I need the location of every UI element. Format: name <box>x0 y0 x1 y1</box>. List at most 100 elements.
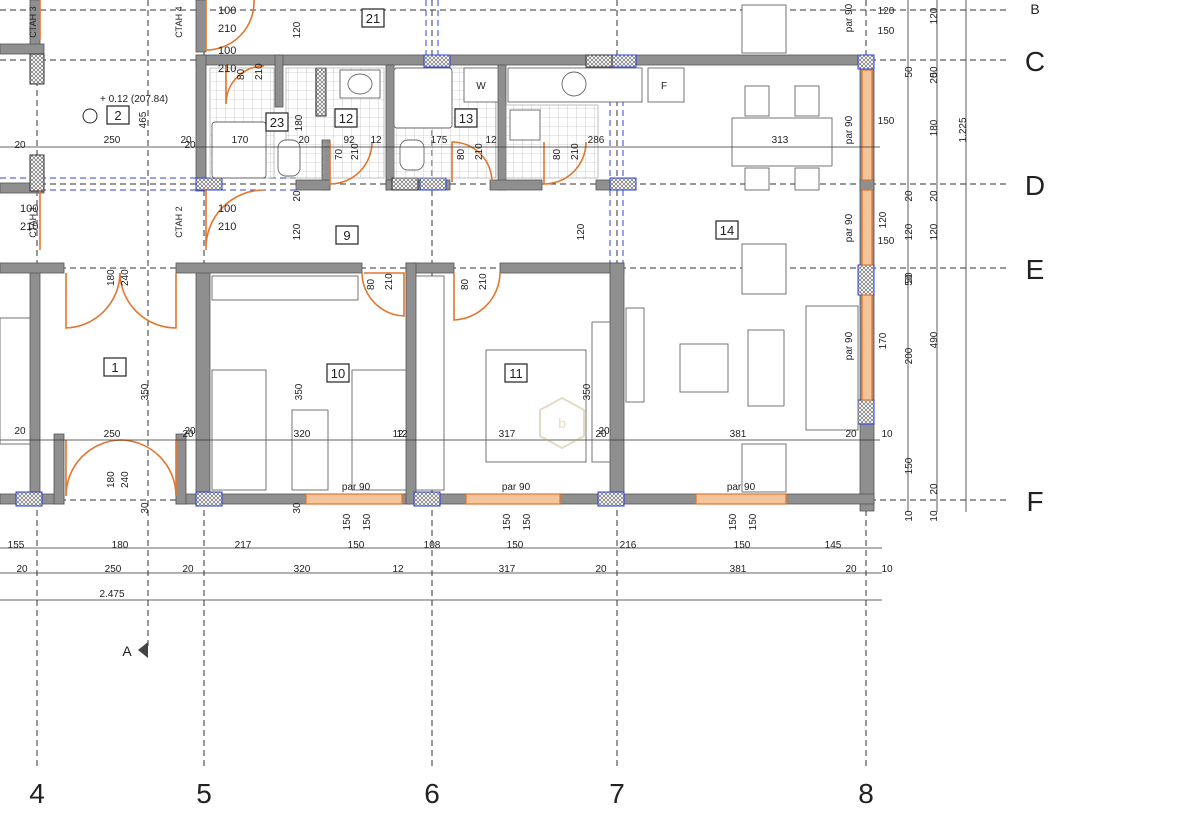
room-number-12: 12 <box>339 111 353 126</box>
axis-label-5: 5 <box>196 778 212 809</box>
door-size: 80 <box>456 148 467 160</box>
door-size: 210 <box>570 143 581 160</box>
bottom-dim-1: 150 <box>734 540 751 551</box>
room-number-9: 9 <box>343 228 350 243</box>
bottom-dim-1: 145 <box>825 540 842 551</box>
right-dim: 200 <box>904 347 915 364</box>
dim-row-f: 20 <box>182 429 194 440</box>
misc-dim: 150 <box>522 513 533 530</box>
right-dim: 120 <box>878 6 895 17</box>
axis-label-7: 7 <box>609 778 625 809</box>
room-number-9-frame <box>335 225 359 245</box>
door-size: 100 <box>218 203 236 215</box>
bottom-dim-2: 250 <box>105 564 122 575</box>
dim-row-d: 12 <box>485 135 497 146</box>
right-dim: 120 <box>878 211 889 228</box>
door-size: 70 <box>334 148 345 160</box>
room-number-1: 1 <box>111 360 118 375</box>
window-label: par 90 <box>844 3 855 32</box>
door-size: 210 <box>384 273 395 290</box>
right-dim: 150 <box>878 26 895 37</box>
door-size: 240 <box>120 269 131 286</box>
room-number-2-frame <box>106 105 130 125</box>
misc-dim: 150 <box>502 513 513 530</box>
dim-row-d: 92 <box>343 135 355 146</box>
axis-label-F: F <box>1026 486 1043 517</box>
dim-row-d: 250 <box>104 135 121 146</box>
stair-label: СТАН 3 <box>28 6 38 37</box>
room-number-23-frame <box>265 112 289 132</box>
door-size: 210 <box>218 23 236 35</box>
window-label: par 90 <box>342 482 371 493</box>
bottom-dim-1: 150 <box>507 540 524 551</box>
misc-dim: 150 <box>748 513 759 530</box>
door-size: 210 <box>254 63 265 80</box>
door-swings <box>39 0 587 497</box>
door-size: 80 <box>460 278 471 290</box>
misc-dim: 350 <box>582 383 593 400</box>
dim-row-f: 20 <box>845 429 857 440</box>
window-label: par 90 <box>844 331 855 360</box>
misc-dim: 20 <box>14 426 26 437</box>
dim-row-f: 317 <box>499 429 516 440</box>
room-number-13: 13 <box>459 111 473 126</box>
axis-label-8: 8 <box>858 778 874 809</box>
right-dim: 50 <box>904 66 915 78</box>
bottom-dim-2: 20 <box>16 564 28 575</box>
bottom-dim-1: 217 <box>235 540 252 551</box>
door-size: 100 <box>218 45 236 57</box>
misc-dim: 150 <box>362 513 373 530</box>
right-dim: 50 <box>904 272 915 284</box>
misc-dim: 12 <box>396 429 408 440</box>
room-number-10: 10 <box>331 366 345 381</box>
bottom-dim-1: 216 <box>620 540 637 551</box>
dim-row-d: 20 <box>298 135 310 146</box>
dim-row-f: 320 <box>294 429 311 440</box>
dim-row-d: 175 <box>431 135 448 146</box>
door-size: 210 <box>478 273 489 290</box>
door-size: 180 <box>106 471 117 488</box>
right-dim: 120 <box>904 223 915 240</box>
bottom-dim-2: 320 <box>294 564 311 575</box>
room-number-14: 14 <box>720 223 734 238</box>
dim-row-d: 313 <box>772 135 789 146</box>
section-marker-arrow <box>138 642 148 658</box>
window-label: par 90 <box>502 482 531 493</box>
right-outer-dim: 1.225 <box>958 117 969 142</box>
room-number-21: 21 <box>366 11 380 26</box>
right-outer-dim: 490 <box>929 331 940 348</box>
misc-dim: 350 <box>140 383 151 400</box>
bottom-dim-2: 20 <box>845 564 857 575</box>
axis-label-C: C <box>1025 46 1045 77</box>
right-outer-dim: 180 <box>929 119 940 136</box>
right-outer-dim: 20 <box>929 190 940 202</box>
windows <box>305 69 873 505</box>
dim-row-d: 286 <box>588 135 605 146</box>
room-number-11: 11 <box>509 366 523 381</box>
dim-row-f: 381 <box>730 429 747 440</box>
dim-row-f: 10 <box>881 429 893 440</box>
door-size: 180 <box>106 269 117 286</box>
misc-dim: 120 <box>576 223 587 240</box>
window-label: par 90 <box>844 213 855 242</box>
bottom-dim-2: 12 <box>392 564 404 575</box>
room-number-11-frame <box>504 363 528 383</box>
right-dim: 150 <box>878 236 895 247</box>
door-size: 100 <box>218 5 236 17</box>
stair-label: СТАН 1 <box>28 206 38 237</box>
misc-dim: 30 <box>140 502 151 514</box>
window-label: par 90 <box>844 115 855 144</box>
right-outer-dim: 50 <box>929 66 940 78</box>
section-marker-label: A <box>122 643 132 659</box>
bottom-dim-2: 20 <box>182 564 194 575</box>
right-dim: 170 <box>878 332 889 349</box>
axis-label-4: 4 <box>29 778 45 809</box>
axis-label-D: D <box>1025 170 1045 201</box>
bottom-dim-1: 108 <box>424 540 441 551</box>
room-number-13-frame <box>454 108 478 128</box>
misc-dim: 120 <box>292 21 303 38</box>
dim-row-d: 12 <box>370 135 382 146</box>
right-dim: 10 <box>929 510 940 522</box>
